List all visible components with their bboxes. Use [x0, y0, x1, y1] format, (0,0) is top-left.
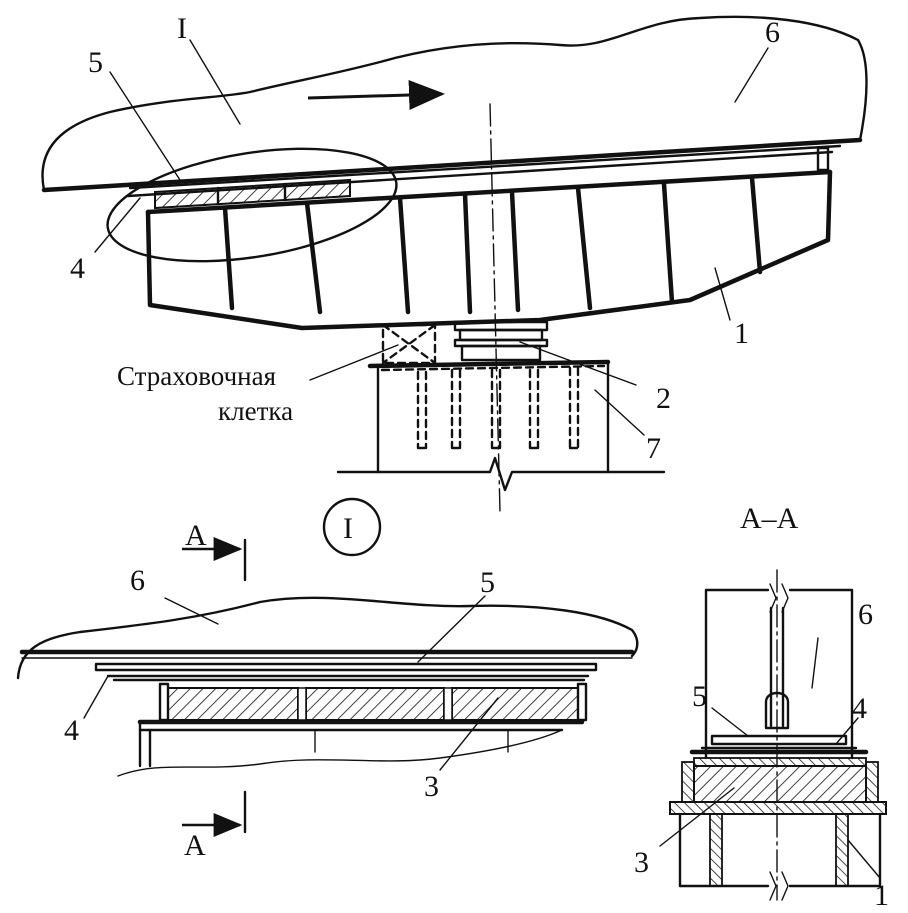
callout-detail-5: 5: [480, 566, 495, 599]
callout-section-5: 5: [692, 680, 707, 713]
detail-left-stop: [158, 682, 170, 722]
annotation-safety-crib-line2: клетка: [218, 396, 293, 426]
detail-plate-5: [94, 662, 598, 672]
detail-superstructure-6: [16, 596, 639, 680]
detail-I-view: I A A: [16, 497, 639, 862]
main-elevation-view: I 5 6 4 1 2 7 Страховочная клетка: [41, 12, 868, 513]
detail-I-title: I: [343, 512, 353, 545]
section-A-A-view: A–A 6 5 4: [634, 502, 889, 912]
callout-detail-3: 3: [424, 770, 439, 803]
detail-break-line: [117, 729, 563, 777]
callout-main-6: 6: [765, 16, 780, 49]
detail-I-circle: [106, 147, 398, 263]
detail-I-title-circle: [322, 497, 382, 557]
detail-pad-2: [305, 687, 445, 721]
sliding-plate-5: [128, 144, 842, 190]
section-superstructure-6: [704, 588, 854, 760]
callout-detail-4: 4: [64, 714, 79, 747]
callout-section-3: 3: [634, 846, 649, 879]
detail-pad-1: [167, 687, 299, 721]
center-axis: [489, 103, 501, 513]
main-leaders: [94, 39, 769, 436]
pier-7: [336, 359, 666, 492]
callout-section-4: 4: [852, 692, 867, 725]
callout-section-1: 1: [874, 879, 889, 912]
section-bottom-break: [769, 871, 789, 901]
callout-section-6: 6: [858, 598, 873, 631]
superstructure-6-outline: [41, 15, 868, 192]
section-top-break: [769, 583, 789, 613]
safety-crib: [381, 323, 437, 365]
section-plate-5: [710, 734, 848, 746]
section-girder-web-right: [835, 813, 849, 887]
callout-main-1: 1: [734, 317, 749, 350]
section-side-plate-right: [865, 761, 879, 803]
section-A-A-title: A–A: [740, 502, 799, 535]
superstructure-6-bottom-edge: [41, 137, 863, 193]
callout-main-2: 2: [656, 382, 671, 415]
section-girder-web-left: [709, 813, 723, 887]
detail-right-stop: [576, 682, 588, 722]
section-pad-3-top: [693, 757, 867, 767]
girder-1-outline: [145, 169, 833, 331]
callout-detail-6: 6: [130, 564, 145, 597]
callout-main-4: 4: [70, 252, 85, 285]
bearing-2: [453, 320, 549, 362]
bearing-tab-right: [816, 146, 830, 172]
callout-main-7: 7: [646, 432, 661, 465]
section-mark-bottom-label: A: [184, 829, 206, 862]
callout-main-5: 5: [88, 46, 103, 79]
section-pad-3: [693, 765, 867, 803]
section-side-plate-left: [681, 761, 695, 803]
section-mark-top-label: A: [185, 519, 207, 552]
girder-stiffeners: [222, 175, 763, 315]
movement-direction-arrow: [307, 79, 445, 110]
section-girder-flange: [669, 801, 887, 815]
label-detail-I-main: I: [177, 12, 187, 45]
detail-pad-3: [451, 687, 579, 721]
girder-1-top-flange: [145, 169, 833, 215]
annotation-safety-crib-line1: Страховочная: [117, 361, 276, 391]
ground-line: [336, 456, 666, 492]
